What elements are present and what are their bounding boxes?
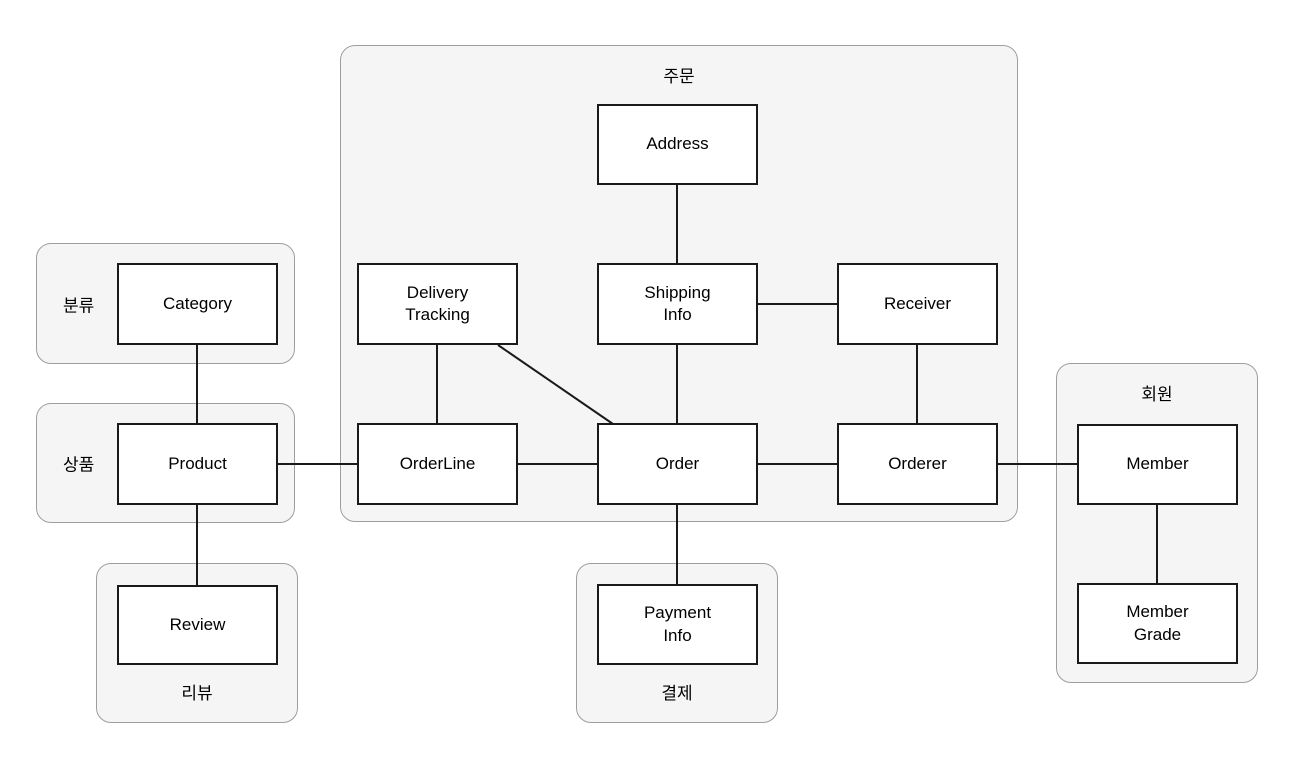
entity-shipping-info: Shipping Info xyxy=(597,263,758,345)
entity-category: Category xyxy=(117,263,278,345)
entity-delivery-tracking: Delivery Tracking xyxy=(357,263,518,345)
context-order-label: 주문 xyxy=(663,67,695,86)
entity-product: Product xyxy=(117,423,278,505)
edge-deliverytracking-order xyxy=(497,344,614,425)
entity-member: Member xyxy=(1077,424,1238,505)
context-payment-label: 결제 xyxy=(661,684,693,703)
context-member-label: 회원 xyxy=(1141,385,1173,404)
context-review-label: 리뷰 xyxy=(181,684,213,703)
entity-review: Review xyxy=(117,585,278,665)
context-category-label: 분류 xyxy=(63,296,95,315)
entity-order-line: OrderLine xyxy=(357,423,518,505)
entity-receiver: Receiver xyxy=(837,263,998,345)
context-product-label: 상품 xyxy=(63,455,95,475)
entity-address: Address xyxy=(597,104,758,185)
entity-member-grade: Member Grade xyxy=(1077,583,1238,664)
entity-orderer: Orderer xyxy=(837,423,998,505)
entity-order: Order xyxy=(597,423,758,505)
entity-payment-info: Payment Info xyxy=(597,584,758,665)
